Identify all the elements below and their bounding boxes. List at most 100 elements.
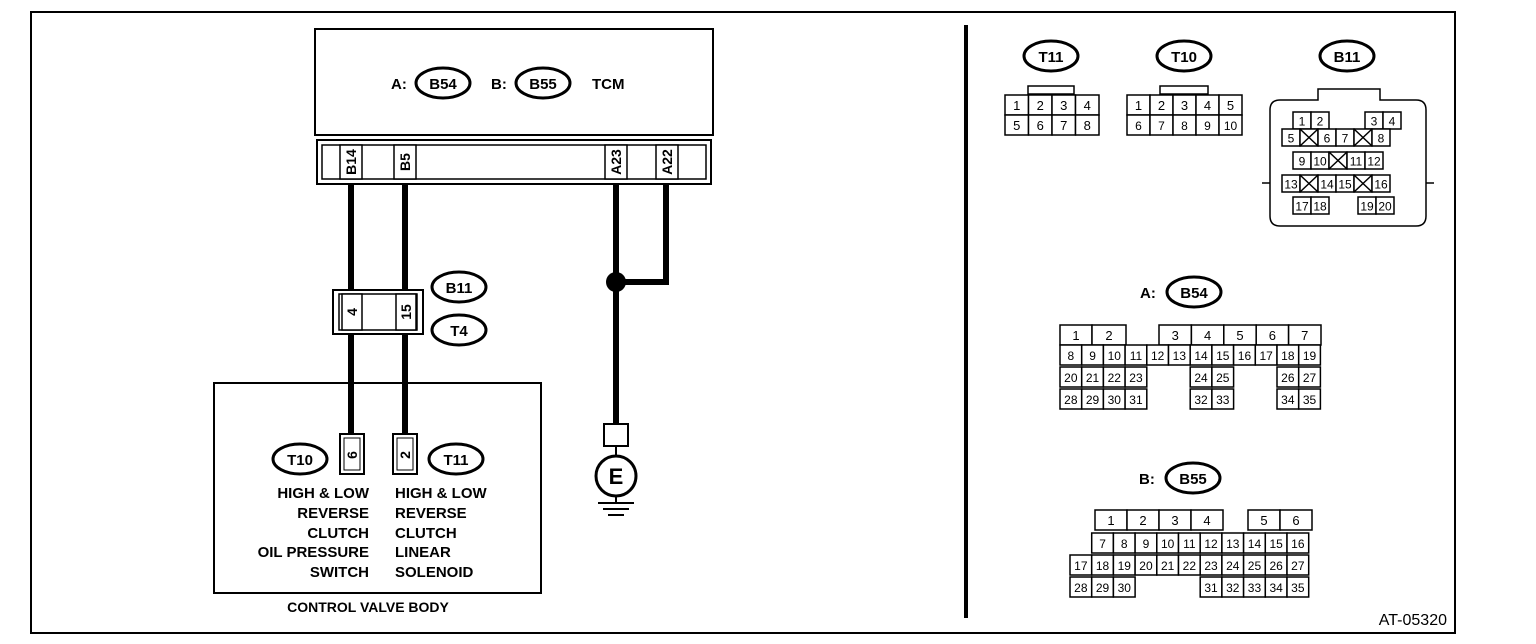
b55-cell	[1190, 509, 1224, 531]
b55-pin-label: 10	[1161, 537, 1175, 551]
cvb-label: CONTROL VALVE BODY	[287, 599, 449, 615]
b11-pin-label: 19	[1360, 200, 1374, 214]
b54-prefix: A:	[1140, 285, 1156, 302]
b11-pin-label: 16	[1374, 178, 1388, 192]
b11-pin-label: 20	[1378, 200, 1392, 214]
t11-pin-label: 2	[1037, 98, 1044, 113]
cvb-right-line: CLUTCH	[395, 525, 457, 542]
cvb-left-line: REVERSE	[297, 505, 369, 522]
t10-pin-label: 3	[1181, 98, 1188, 113]
b55-cell	[1112, 576, 1136, 598]
pin-a23: A23	[608, 149, 624, 175]
t11-pin-label: 7	[1060, 118, 1067, 133]
b55-prefix: B:	[1139, 471, 1155, 488]
tcm-unit: A: B54 B: B55 TCM	[314, 28, 714, 136]
b54-pin-label: 15	[1216, 349, 1230, 363]
b11-cell	[1364, 151, 1384, 170]
b55-pin-label: 16	[1291, 537, 1305, 551]
cvb-right-line: SOLENOID	[395, 564, 474, 581]
b55-pin-label: 32	[1226, 581, 1240, 595]
b54-pin-label: 8	[1068, 349, 1075, 363]
b54-pin-label: 16	[1238, 349, 1252, 363]
b54-pin-label: 35	[1303, 393, 1317, 407]
b55-cell	[1286, 554, 1310, 576]
b55-pin-label: 4	[1203, 513, 1210, 528]
b55-pin-label: 30	[1118, 581, 1132, 595]
b54-pin-label: 32	[1194, 393, 1208, 407]
b54-cell	[1124, 366, 1148, 388]
b54-pin-label: 7	[1301, 328, 1308, 343]
junction-lower-label: T4	[450, 323, 468, 340]
pin-b5: B5	[397, 153, 413, 171]
cvb-right-line: LINEAR	[395, 544, 451, 561]
b54-pin-label: 29	[1086, 393, 1100, 407]
b54-pin-label: 18	[1281, 349, 1295, 363]
pin-b14: B14	[343, 149, 359, 175]
b55-cell	[1286, 576, 1310, 598]
b54-pin-label: 9	[1089, 349, 1096, 363]
b11-pin-label: 18	[1313, 200, 1327, 214]
cvb-right-pin: 2	[397, 451, 413, 459]
b55-pin-label: 31	[1204, 581, 1218, 595]
t11-pin-label: 4	[1084, 98, 1091, 113]
tcm-prefix-a: A:	[391, 76, 407, 93]
b54-cell	[1297, 344, 1322, 366]
b54-cell	[1297, 366, 1322, 388]
b54-pin-label: 19	[1303, 349, 1317, 363]
b55-pin-label: 6	[1292, 513, 1299, 528]
t10-pin-label: 6	[1135, 119, 1142, 133]
t11-pin-label: 6	[1037, 118, 1044, 133]
b55-pin-label: 24	[1226, 559, 1240, 573]
b54-pin-label: 24	[1194, 371, 1208, 385]
t10-pin-label: 1	[1135, 98, 1142, 113]
cvb-left-pin: 6	[344, 451, 360, 459]
b54-cell	[1211, 366, 1235, 388]
b55-cell	[1286, 532, 1310, 554]
b54-pin-label: 3	[1172, 328, 1179, 343]
t11-cell	[1074, 114, 1100, 136]
b11-pin-label: 5	[1288, 132, 1295, 146]
tcm-conn-b-oval	[514, 66, 572, 100]
tcm-label: TCM	[592, 76, 625, 93]
t10-pin-label: 5	[1227, 98, 1234, 113]
b54-pin-label: 28	[1064, 393, 1078, 407]
frame	[30, 11, 1456, 634]
b11-pin-label: 2	[1317, 115, 1324, 129]
b54-name: B54	[1180, 285, 1208, 302]
b11-pin-label: 7	[1342, 132, 1349, 146]
t10-pin-label: 8	[1181, 119, 1188, 133]
b11-pin-label: 15	[1338, 178, 1352, 192]
b11-cell	[1375, 196, 1395, 215]
t10-name: T10	[1171, 49, 1197, 66]
b55-pin-label: 23	[1204, 559, 1218, 573]
t10-pin-label: 4	[1204, 98, 1211, 113]
b11-pin-label: 4	[1389, 115, 1396, 129]
junction-upper-label: B11	[446, 280, 473, 297]
b55-pin-label: 21	[1161, 559, 1175, 573]
junction-pin-15: 15	[398, 304, 414, 320]
b55-pin-label: 33	[1248, 581, 1262, 595]
b54-pin-label: 5	[1236, 328, 1243, 343]
b55-pin-label: 22	[1183, 559, 1197, 573]
b54-pin-label: 14	[1194, 349, 1208, 363]
junction-pin-4: 4	[344, 308, 360, 316]
b55-name: B55	[1179, 471, 1207, 488]
b11-pin-label: 13	[1284, 178, 1298, 192]
b55-pin-label: 14	[1248, 537, 1262, 551]
t10-pin-label: 7	[1158, 119, 1165, 133]
b54-pin-label: 2	[1105, 328, 1112, 343]
t11-pin-label: 3	[1060, 98, 1067, 113]
pin-a22: A22	[659, 149, 675, 175]
b54-pin-label: 26	[1281, 371, 1295, 385]
b55-pin-label: 12	[1204, 537, 1218, 551]
b54-pin-label: 25	[1216, 371, 1230, 385]
b54-pin-label: 21	[1086, 371, 1100, 385]
b54-pin-label: 34	[1281, 393, 1295, 407]
cvb-right-conn: T11	[443, 452, 468, 469]
b54-cell	[1297, 388, 1322, 410]
b54-pin-label: 20	[1064, 371, 1078, 385]
b55-pin-label: 1	[1107, 513, 1114, 528]
